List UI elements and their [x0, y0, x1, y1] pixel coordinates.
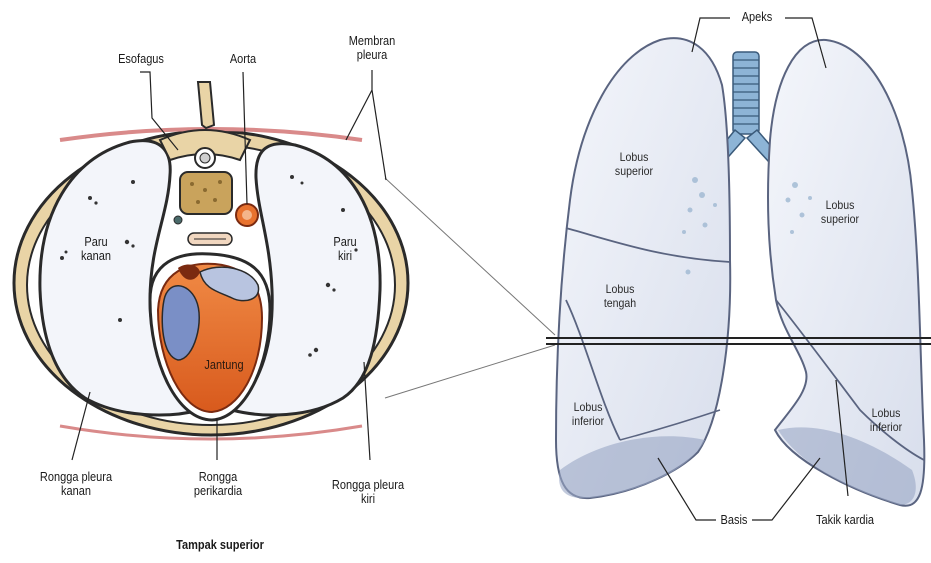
projection-lines [385, 178, 555, 398]
label-lobus-inferior-kiri: Lobus inferior [851, 406, 921, 434]
label-takik-kardia: Takik kardia [797, 513, 894, 527]
label-paru-kiri: Paru kiri [314, 235, 376, 263]
label-rongga-perikardia: Rongga perikardia [176, 470, 260, 498]
label-esofagus: Esofagus [101, 52, 180, 66]
label-aorta: Aorta [212, 52, 274, 66]
label-apeks: Apeks [726, 10, 788, 24]
right-lung [556, 38, 730, 498]
label-lobus-superior-kanan: Lobus superior [599, 150, 669, 178]
label-lobus-tengah: Lobus tengah [585, 282, 655, 310]
label-rongga-pleura-kanan: Rongga pleura kanan [23, 470, 129, 498]
label-basis: Basis [709, 513, 758, 527]
label-paru-kanan: Paru kanan [61, 235, 131, 263]
spinous-process [198, 82, 214, 128]
label-lobus-inferior-kanan: Lobus inferior [553, 400, 623, 428]
label-jantung: Jantung [189, 358, 259, 372]
label-lobus-superior-kiri: Lobus superior [805, 198, 875, 226]
vertebral-body [180, 172, 232, 214]
caption-tampak-superior: Tampak superior [158, 538, 281, 552]
label-membran-pleura: Membran pleura [335, 34, 409, 62]
lungs-anterior-view [546, 38, 931, 506]
label-rongga-pleura-kiri: Rongga pleura kiri [315, 478, 421, 506]
